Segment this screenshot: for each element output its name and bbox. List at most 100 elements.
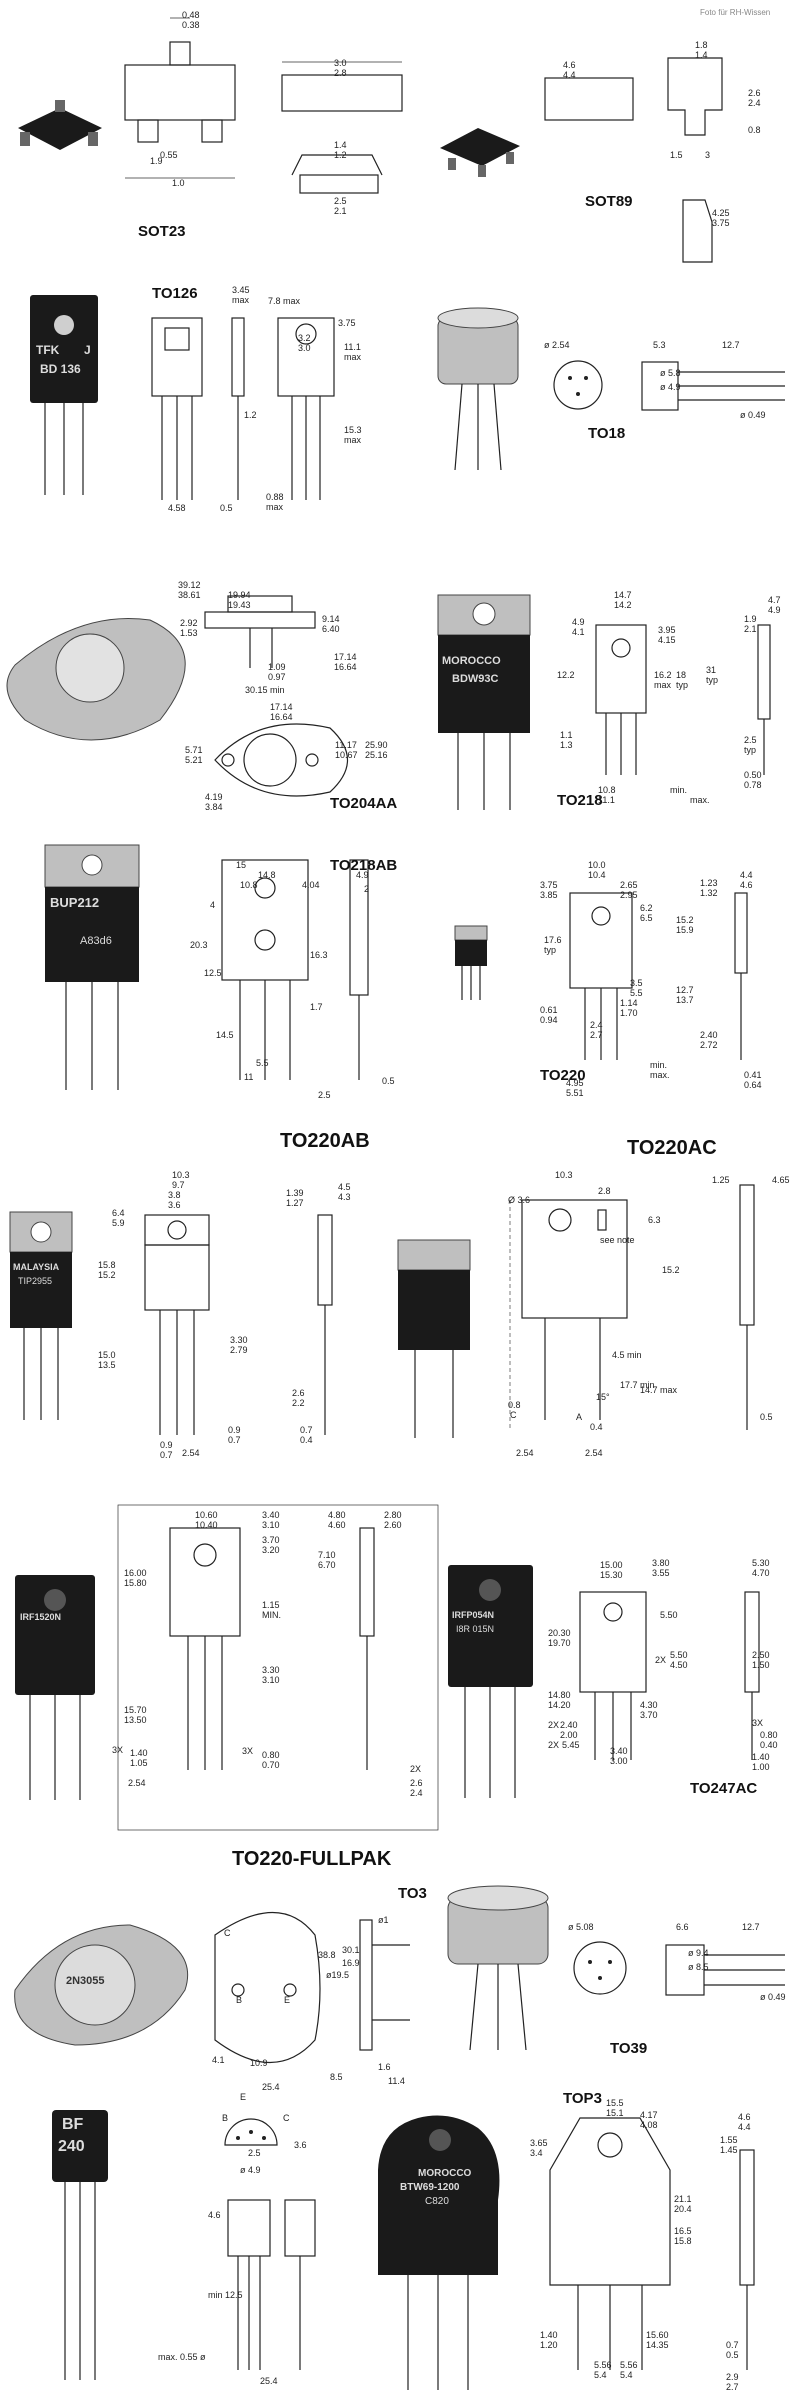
label-sot89: SOT89 [585, 193, 633, 210]
dimension-label-sot89: 1.4 [695, 50, 708, 60]
dimension-label-to220ac: 2.54 [585, 1448, 603, 1458]
marking-i8r015n: I8R 015N [456, 1624, 495, 1634]
label-to3: TO3 [398, 1885, 427, 1902]
dimension-label-to218: typ [676, 680, 689, 690]
dimension-label-to247ac: 15.30 [600, 1570, 623, 1580]
dimension-label-to247ac: 4.50 [670, 1660, 688, 1670]
dimension-label-to220: 4.6 [740, 880, 753, 890]
dimension-label-to220: 5.5 [630, 988, 643, 998]
label-to218: TO218 [557, 792, 603, 809]
dimension-label-to126: max [266, 502, 284, 512]
to220fullpak-drawing [117, 1504, 439, 1831]
dimension-label-top3: 15.5 [606, 2098, 624, 2108]
dimension-label-to126: 3.75 [338, 318, 356, 328]
sot23-photo [18, 100, 102, 150]
dimension-label-sot89: 4.4 [563, 70, 576, 80]
dimension-label-to220fullpak: 2.60 [384, 1520, 402, 1530]
dimension-label-to204aa: 19.94 [228, 590, 251, 600]
dimension-label-top3: 14.35 [646, 2340, 669, 2350]
dimension-label-to247ac: 3.00 [610, 1756, 628, 1766]
dimension-label-to247ac: 5.45 [562, 1740, 580, 1750]
dimension-label-to204aa: 16.64 [270, 712, 293, 722]
dimension-label-to220fullpak: 0.80 [262, 1750, 280, 1760]
dimension-label-to218ab: 4.04 [302, 880, 320, 890]
dimension-label-to126: 3.45 [232, 285, 250, 295]
dimension-label-to220fullpak: 3.40 [262, 1510, 280, 1520]
label-sot23: SOT23 [138, 223, 186, 240]
dimension-label-to247ac: 14.80 [548, 1690, 571, 1700]
dimension-label-top3: 3.65 [530, 2138, 548, 2148]
dimension-label-sot89: 4.25 [712, 208, 730, 218]
dimension-label-to220fullpak: 4.60 [328, 1520, 346, 1530]
label-to220fullpak: TO220-FULLPAK [232, 1848, 392, 1870]
dimension-label-to218: 4.1 [572, 627, 585, 637]
marking-c820: C820 [425, 2196, 449, 2207]
to3-photo [14, 1924, 189, 2046]
dimension-label-top3: 15.60 [646, 2330, 669, 2340]
dimension-label-top3: 20.4 [674, 2204, 692, 2214]
dimension-label-to220ab: 15.2 [98, 1270, 116, 1280]
marking-irfp054n: IRFP054N [452, 1610, 495, 1620]
marking-bf: BF [62, 2116, 84, 2133]
dimension-label-to220ac: 15.2 [662, 1265, 680, 1275]
dimension-label-sot89: 1.5 [670, 150, 683, 160]
dimension-label-to218: 4.9 [572, 617, 585, 627]
dimension-label-to218ab: 10.8 [240, 880, 258, 890]
top3-drawing [549, 2117, 755, 2370]
dimension-label-to126: max [232, 295, 250, 305]
sot89-photo [440, 128, 520, 177]
dimension-label-sot89: 1.8 [695, 40, 708, 50]
dimension-label-to204aa: 9.14 [322, 614, 340, 624]
dimension-label-sot23: 2.5 [334, 196, 347, 206]
marking-240: 240 [58, 2138, 85, 2155]
dimension-label-to218: 12.2 [557, 670, 575, 680]
to39-drawing [573, 1941, 785, 1996]
dimension-label-top3: 3.4 [530, 2148, 543, 2158]
dimension-label-to247ac: 2X [655, 1655, 667, 1665]
dimension-label-to218: 16.2 [654, 670, 672, 680]
to18-drawing [553, 360, 785, 411]
dimension-label-to220ac: 17.7 min [620, 1380, 655, 1390]
photo-credit: Foto für RH-Wissen [700, 8, 771, 17]
dimension-label-bf240: ø 4.9 [240, 2165, 261, 2175]
dimension-label-to220ab: 2.54 [182, 1448, 200, 1458]
dimension-label-to126: 1.2 [244, 410, 257, 420]
to220ab-drawing [144, 1214, 333, 1435]
to220ac-photo [397, 1239, 471, 1438]
dimension-label-to220ab: 3.30 [230, 1335, 248, 1345]
dimension-label-to220ab: 1.39 [286, 1188, 304, 1198]
marking-tip: TIP2955 [18, 1276, 53, 1286]
dimension-label-to220: 0.94 [540, 1015, 558, 1025]
sot23-drawing-side [281, 61, 403, 194]
label-to218ab: TO218AB [330, 857, 398, 874]
dimension-label-to220fullpak: 1.05 [130, 1758, 148, 1768]
dimension-label-to3: ø1 [378, 1915, 389, 1925]
dimension-label-to218ab: 16.3 [310, 950, 328, 960]
dimension-label-to3: 8.5 [330, 2072, 343, 2082]
dimension-label-to220ab: 2.6 [292, 1388, 305, 1398]
dimension-label-to220: 2.7 [590, 1030, 603, 1040]
dimension-label-to218ab: 2 [364, 884, 370, 894]
dimension-label-to220ac: 2.8 [598, 1186, 611, 1196]
dimension-label-to39: 6.6 [676, 1922, 689, 1932]
dimension-label-to220ab: 1.27 [286, 1198, 304, 1208]
dimension-label-to220fullpak: 16.00 [124, 1568, 147, 1578]
dimension-label-sot89: 2.6 [748, 88, 761, 98]
dimension-label-to218ab: 0.5 [382, 1076, 395, 1086]
to220-drawing [569, 892, 748, 1060]
dimension-label-to204aa: 5.71 [185, 745, 203, 755]
to204aa-photo [6, 617, 186, 741]
to218ab-drawing [221, 859, 369, 1080]
dimension-label-to220fullpak: 3.10 [262, 1675, 280, 1685]
dimension-label-to247ac: 4.30 [640, 1700, 658, 1710]
dimension-label-to220ac: A [576, 1412, 583, 1422]
dimension-label-to220: 0.61 [540, 1005, 558, 1015]
dimension-label-top3: 15.8 [674, 2236, 692, 2246]
dimension-label-to126: 4.58 [168, 503, 186, 513]
dimension-label-to204aa: 17.14 [270, 702, 293, 712]
dimension-label-to204aa: 4.19 [205, 792, 223, 802]
dimension-label-to3: ø19.5 [326, 1970, 350, 1980]
marking-morocco-2: MOROCCO [418, 2168, 472, 2179]
dimension-label-to218: 3.95 [658, 625, 676, 635]
dimension-label-to220ab: 3.8 [168, 1190, 181, 1200]
